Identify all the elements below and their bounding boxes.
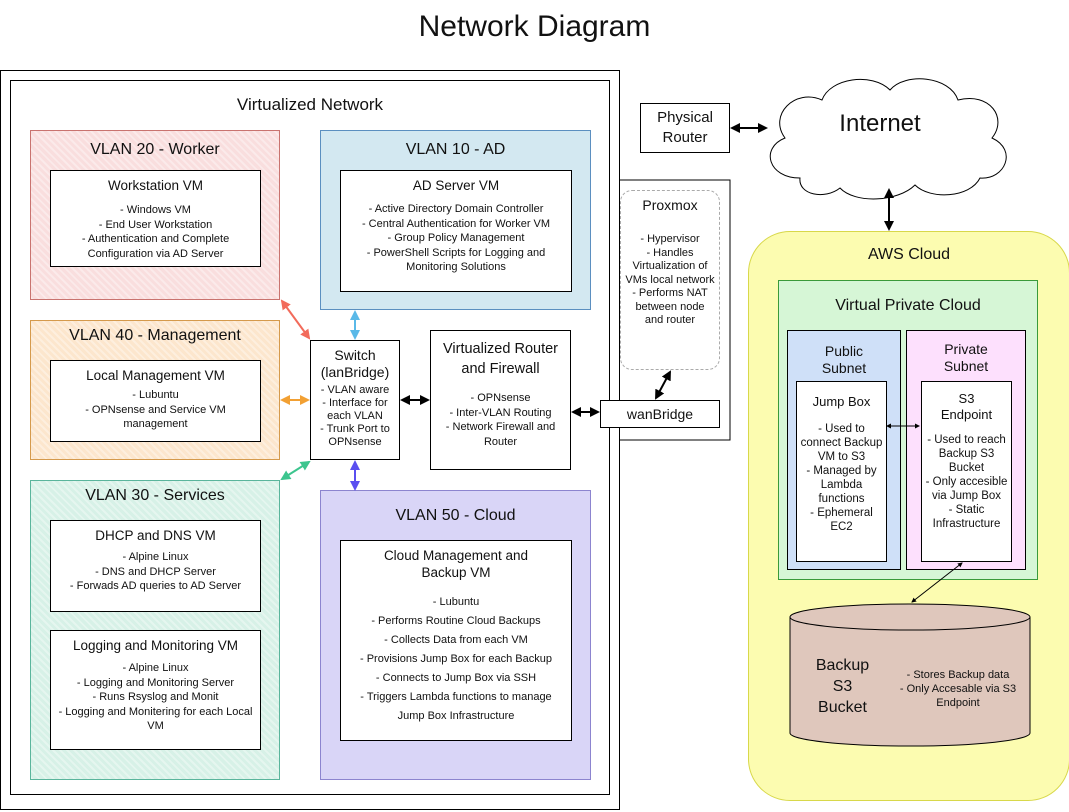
wanbridge-box: wanBridge <box>600 400 720 428</box>
local-management-vm-title: Local Management VM <box>86 368 225 383</box>
proxmox-title: Proxmox <box>642 197 698 213</box>
dhcp-dns-vm-title: DHCP and DNS VM <box>95 528 216 543</box>
vlan20-box: VLAN 20 - Worker Workstation VM - Window… <box>30 130 280 300</box>
virtualized-network-label: Virtualized Network <box>236 95 384 114</box>
logging-monitoring-vm-title: Logging and Monitoring VM <box>72 638 239 653</box>
vlan40-box: VLAN 40 - Management Local Management VM… <box>30 320 280 460</box>
dhcp-dns-vm-details: - Alpine Linux - DNS and DHCP Server - F… <box>69 551 242 592</box>
local-management-vm-box: Local Management VM - Lubuntu - OPNsense… <box>50 360 261 442</box>
workstation-vm-box: Workstation VM - Windows VM - End User W… <box>50 170 261 267</box>
proxmox-box: Proxmox - Hypervisor - Handles Virtualiz… <box>620 190 720 370</box>
router-firewall-box: Virtualized Router and Firewall - OPNsen… <box>430 330 571 470</box>
jump-box-details: - Used to connect Backup VM to S3 - Mana… <box>800 423 883 533</box>
vlan10-title: VLAN 10 - AD <box>405 141 506 158</box>
workstation-vm-details: - Windows VM - End User Workstation - Au… <box>81 204 230 260</box>
cloud-backup-vm-title: Cloud Management and Backup VM <box>383 548 529 580</box>
vlan10-box: VLAN 10 - AD AD Server VM - Active Direc… <box>320 130 591 310</box>
vlan20-switch-link <box>280 299 311 340</box>
vlan50-box: VLAN 50 - Cloud Cloud Management and Bac… <box>320 490 591 780</box>
private-subnet-label: Private Subnet <box>943 341 989 374</box>
jump-box: Jump Box - Used to connect Backup VM to … <box>796 381 887 562</box>
local-management-vm-details: - Lubuntu - OPNsense and Service VM mana… <box>85 389 226 430</box>
logging-monitoring-vm-box: Logging and Monitoring VM - Alpine Linux… <box>50 630 261 750</box>
ad-server-vm-box: AD Server VM - Active Directory Domain C… <box>340 170 572 292</box>
physical-router-box: Physical Router <box>640 103 730 153</box>
router-firewall-details: - OPNsense - Inter-VLAN Routing - Networ… <box>445 392 556 448</box>
switch-box: Switch (lanBridge) - VLAN aware - Interf… <box>310 340 400 460</box>
switch-title: Switch (lanBridge) <box>320 347 390 380</box>
cloud-backup-vm-box: Cloud Management and Backup VM - Lubuntu… <box>340 540 572 741</box>
vlan20-title: VLAN 20 - Worker <box>90 141 220 158</box>
aws-cloud-label: AWS Cloud <box>867 246 951 263</box>
ad-server-vm-details: - Active Directory Domain Controller - C… <box>361 203 551 273</box>
vlan30-switch-link <box>280 460 311 481</box>
workstation-vm-title: Workstation VM <box>107 178 204 193</box>
proxmox-details: - Hypervisor - Handles Virtualization of… <box>625 233 715 326</box>
dhcp-dns-vm-box: DHCP and DNS VM - Alpine Linux - DNS and… <box>50 520 261 612</box>
router-firewall-title: Virtualized Router and Firewall <box>443 341 558 377</box>
vlan40-title: VLAN 40 - Management <box>69 327 241 344</box>
host-boundary <box>0 70 620 810</box>
vlan30-box: VLAN 30 - Services DHCP and DNS VM - Alp… <box>30 480 280 780</box>
diagram-title: Network Diagram <box>418 10 651 43</box>
public-subnet-label: Public Subnet <box>821 343 867 376</box>
jump-box-title: Jump Box <box>812 394 871 409</box>
vlan30-title: VLAN 30 - Services <box>85 487 225 504</box>
private-subnet-box: Private Subnet S3 Endpoint - Used to rea… <box>906 330 1026 570</box>
backup-bucket-details: - Stores Backup data - Only Accesable vi… <box>899 669 1017 709</box>
switch-details: - VLAN aware - Interface for each VLAN -… <box>320 384 390 448</box>
proxmox-wanbridge-link <box>655 370 671 400</box>
s3-endpoint-title: S3 Endpoint <box>940 391 993 422</box>
vpc-label: Virtual Private Cloud <box>835 297 981 314</box>
public-subnet-box: Public Subnet Jump Box - Used to connect… <box>787 330 901 570</box>
internet-label: Internet <box>839 110 921 137</box>
cloud-backup-vm-details: - Lubuntu - Performs Routine Cloud Backu… <box>360 596 552 722</box>
virtualized-network-boundary <box>10 80 610 795</box>
s3-endpoint-box: S3 Endpoint - Used to reach Backup S3 Bu… <box>921 381 1012 562</box>
s3-endpoint-details: - Used to reach Backup S3 Bucket - Only … <box>925 434 1008 530</box>
logging-monitoring-vm-details: - Alpine Linux - Logging and Monitoring … <box>58 662 253 732</box>
endpoint-bucket-link <box>911 562 963 603</box>
ad-server-vm-title: AD Server VM <box>412 178 500 193</box>
vlan50-title: VLAN 50 - Cloud <box>395 507 516 524</box>
backup-bucket-label: Backup S3 Bucket <box>815 657 870 716</box>
